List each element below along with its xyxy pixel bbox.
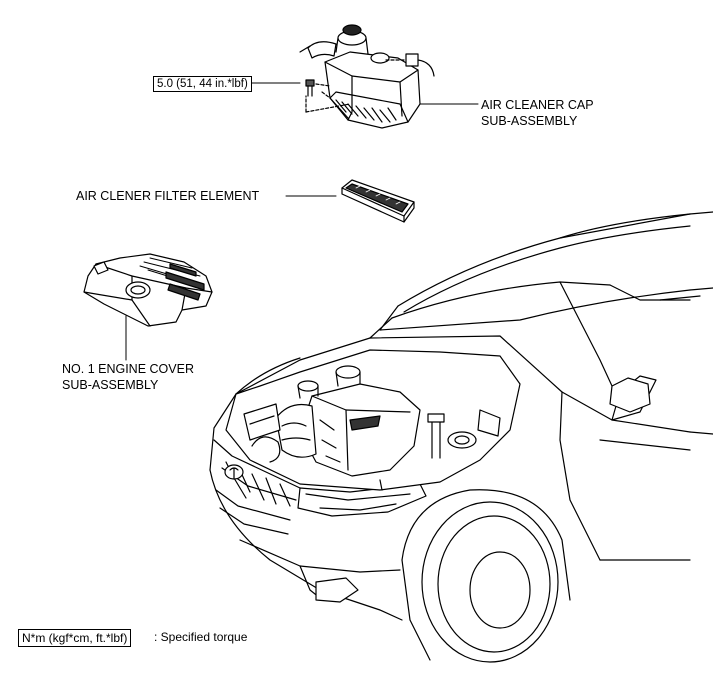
engine-bay <box>225 349 521 491</box>
legend-description: : Specified torque <box>154 630 248 644</box>
engine-cover-label-line2: SUB-ASSEMBLY <box>62 378 159 392</box>
torque-value-box: 5.0 (51, 44 in.*lbf) <box>153 76 252 92</box>
vehicle-drawing <box>209 211 713 663</box>
air-cleaner-cap-label-line2: SUB-ASSEMBLY <box>481 114 578 128</box>
filter-element-label: AIR CLENER FILTER ELEMENT <box>76 189 260 203</box>
engine-cover-drawing <box>83 253 213 361</box>
filter-element-drawing <box>285 179 415 223</box>
engine-cover-label-line1: NO. 1 ENGINE COVER <box>62 362 194 376</box>
legend-unit-box: N*m (kgf*cm, ft.*lbf) <box>18 629 132 647</box>
air-cleaner-cap-drawing <box>299 24 479 129</box>
air-cleaner-cap-label-line1: AIR CLEANER CAP <box>481 98 594 112</box>
